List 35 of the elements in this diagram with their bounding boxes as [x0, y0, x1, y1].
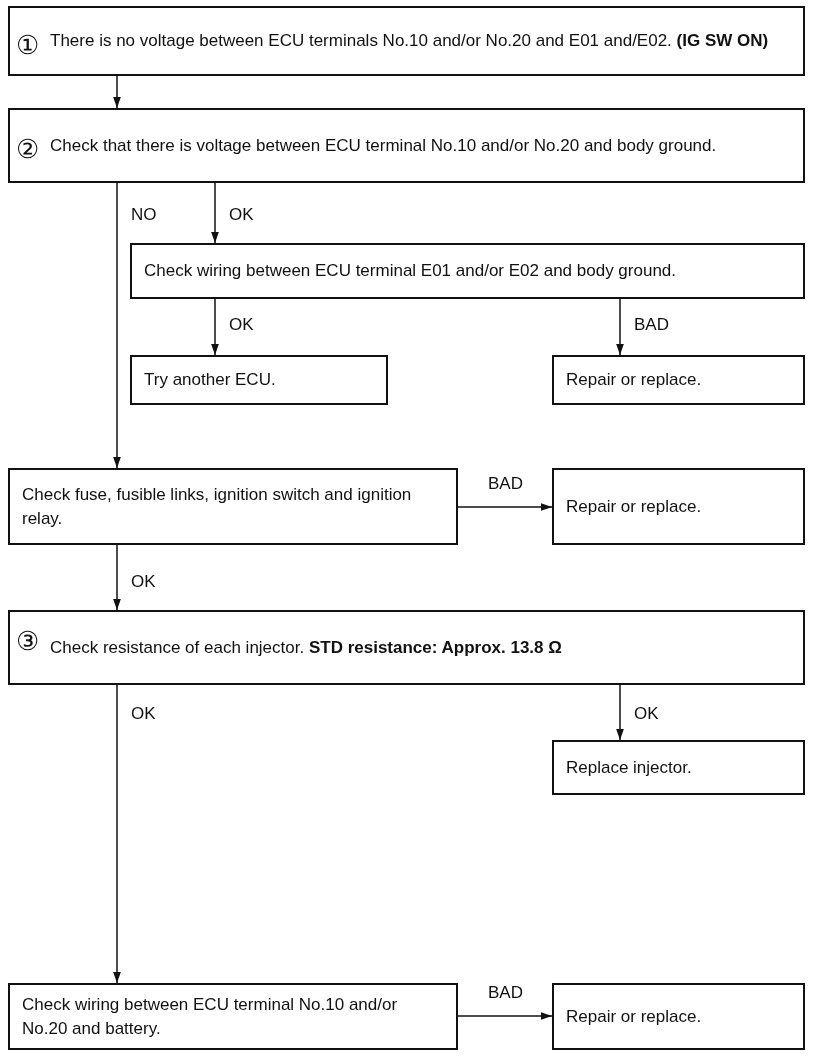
step-text: Repair or replace. [566, 495, 703, 518]
arrow [113, 684, 121, 984]
process-box [8, 983, 458, 1050]
step-text: Check wiring between ECU terminal E01 and/or E02 and body ground. [144, 260, 678, 283]
arrow [616, 684, 624, 741]
arrow [211, 298, 219, 356]
process-box [552, 740, 805, 795]
arrow [113, 75, 121, 109]
step-text: Check wiring between ECU terminal No.10 and/or No.20 and battery. [22, 993, 399, 1040]
step-text: Replace injector. [566, 756, 693, 779]
process-box [8, 610, 805, 685]
process-box [552, 983, 805, 1050]
arrow [457, 503, 553, 511]
process-box [8, 6, 805, 76]
step-text: Repair or replace. [566, 369, 703, 392]
step-text: Check resistance of each injector. STD resistance: Approx. 13.8 Ω [50, 636, 563, 659]
step-text: Try another ECU. [144, 369, 277, 392]
process-box [552, 468, 805, 545]
step-text: Repair or replace. [566, 1005, 703, 1028]
process-box [552, 355, 805, 405]
process-box [130, 243, 805, 299]
arrow [616, 298, 624, 356]
step-number: ③ [16, 628, 39, 654]
arrow [211, 182, 219, 244]
process-box [8, 468, 458, 545]
step-text: There is no voltage between ECU terminals No.10 and/or No.20 and E01 and/E02. (IG SW ON) [50, 30, 770, 53]
process-box [8, 108, 805, 183]
step-number: ① [16, 32, 39, 58]
arrow [113, 182, 121, 469]
arrow [457, 1012, 553, 1020]
step-number: ② [16, 136, 39, 162]
step-text: Check that there is voltage between ECU terminal No.10 and/or No.20 and body ground. [50, 134, 718, 157]
arrow [113, 544, 121, 611]
process-box [130, 355, 388, 405]
step-text: Check fuse, fusible links, ignition switch and ignition relay. [22, 483, 413, 530]
